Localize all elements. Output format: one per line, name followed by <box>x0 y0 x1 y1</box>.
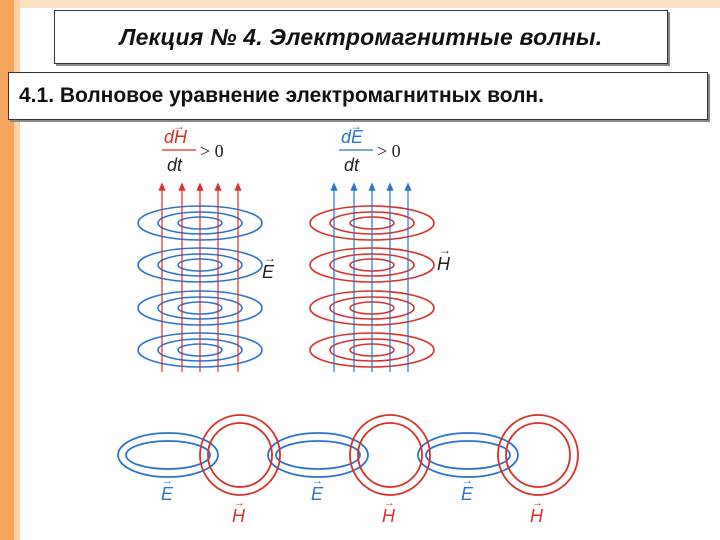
formula-left-relation: > 0 <box>200 141 224 161</box>
section-title-box: 4.1. Волновое уравнение электромагнитных… <box>8 72 708 120</box>
chain-label-e-2: E <box>311 484 324 504</box>
chain-e-loops <box>117 432 519 478</box>
formula-de-dt: dE → dt > 0 <box>339 119 401 175</box>
vector-arrow-icon: → <box>439 243 451 257</box>
label-e-field: E <box>262 262 275 282</box>
vector-arrow-icon: → <box>532 497 543 509</box>
formula-right-denominator: dt <box>344 155 360 175</box>
left-coil-h-lines <box>158 182 242 372</box>
vector-arrow-icon: → <box>350 119 362 133</box>
chain-label-h-1: H <box>232 506 246 526</box>
left-accent-bar <box>0 0 14 540</box>
vector-arrow-icon: → <box>173 119 185 133</box>
chain-h-loops <box>199 414 579 496</box>
chain-label-h-3: H <box>530 506 544 526</box>
formula-left-numerator: dH <box>164 127 188 147</box>
top-accent-strip <box>20 0 720 8</box>
chain-labels-e: E E E → → → <box>161 475 474 504</box>
slide-title: Лекция № 4. Электромагнитные волны. <box>119 23 603 50</box>
left-accent-bar-light <box>14 0 20 540</box>
vector-arrow-icon: → <box>384 497 395 509</box>
vector-arrow-icon: → <box>162 475 173 487</box>
section-title: 4.1. Волновое уравнение электромагнитных… <box>19 84 544 107</box>
right-coil-e-lines <box>330 182 412 372</box>
formula-right-numerator: dE <box>341 127 364 147</box>
chain-labels-h: H H H → → → <box>232 497 544 526</box>
chain-label-h-2: H <box>382 506 396 526</box>
formula-left-denominator: dt <box>167 155 183 175</box>
label-h-field: H <box>437 254 451 274</box>
vector-arrow-icon: → <box>264 251 276 265</box>
vector-arrow-icon: → <box>462 475 473 487</box>
slide-title-box: Лекция № 4. Электромагнитные волны. <box>54 10 668 64</box>
vector-arrow-icon: → <box>312 475 323 487</box>
vector-arrow-icon: → <box>234 497 245 509</box>
formula-right-relation: > 0 <box>377 141 401 161</box>
chain-label-e-1: E <box>161 484 174 504</box>
chain-label-e-3: E <box>461 484 474 504</box>
formula-dh-dt: dH → dt > 0 <box>162 119 224 175</box>
